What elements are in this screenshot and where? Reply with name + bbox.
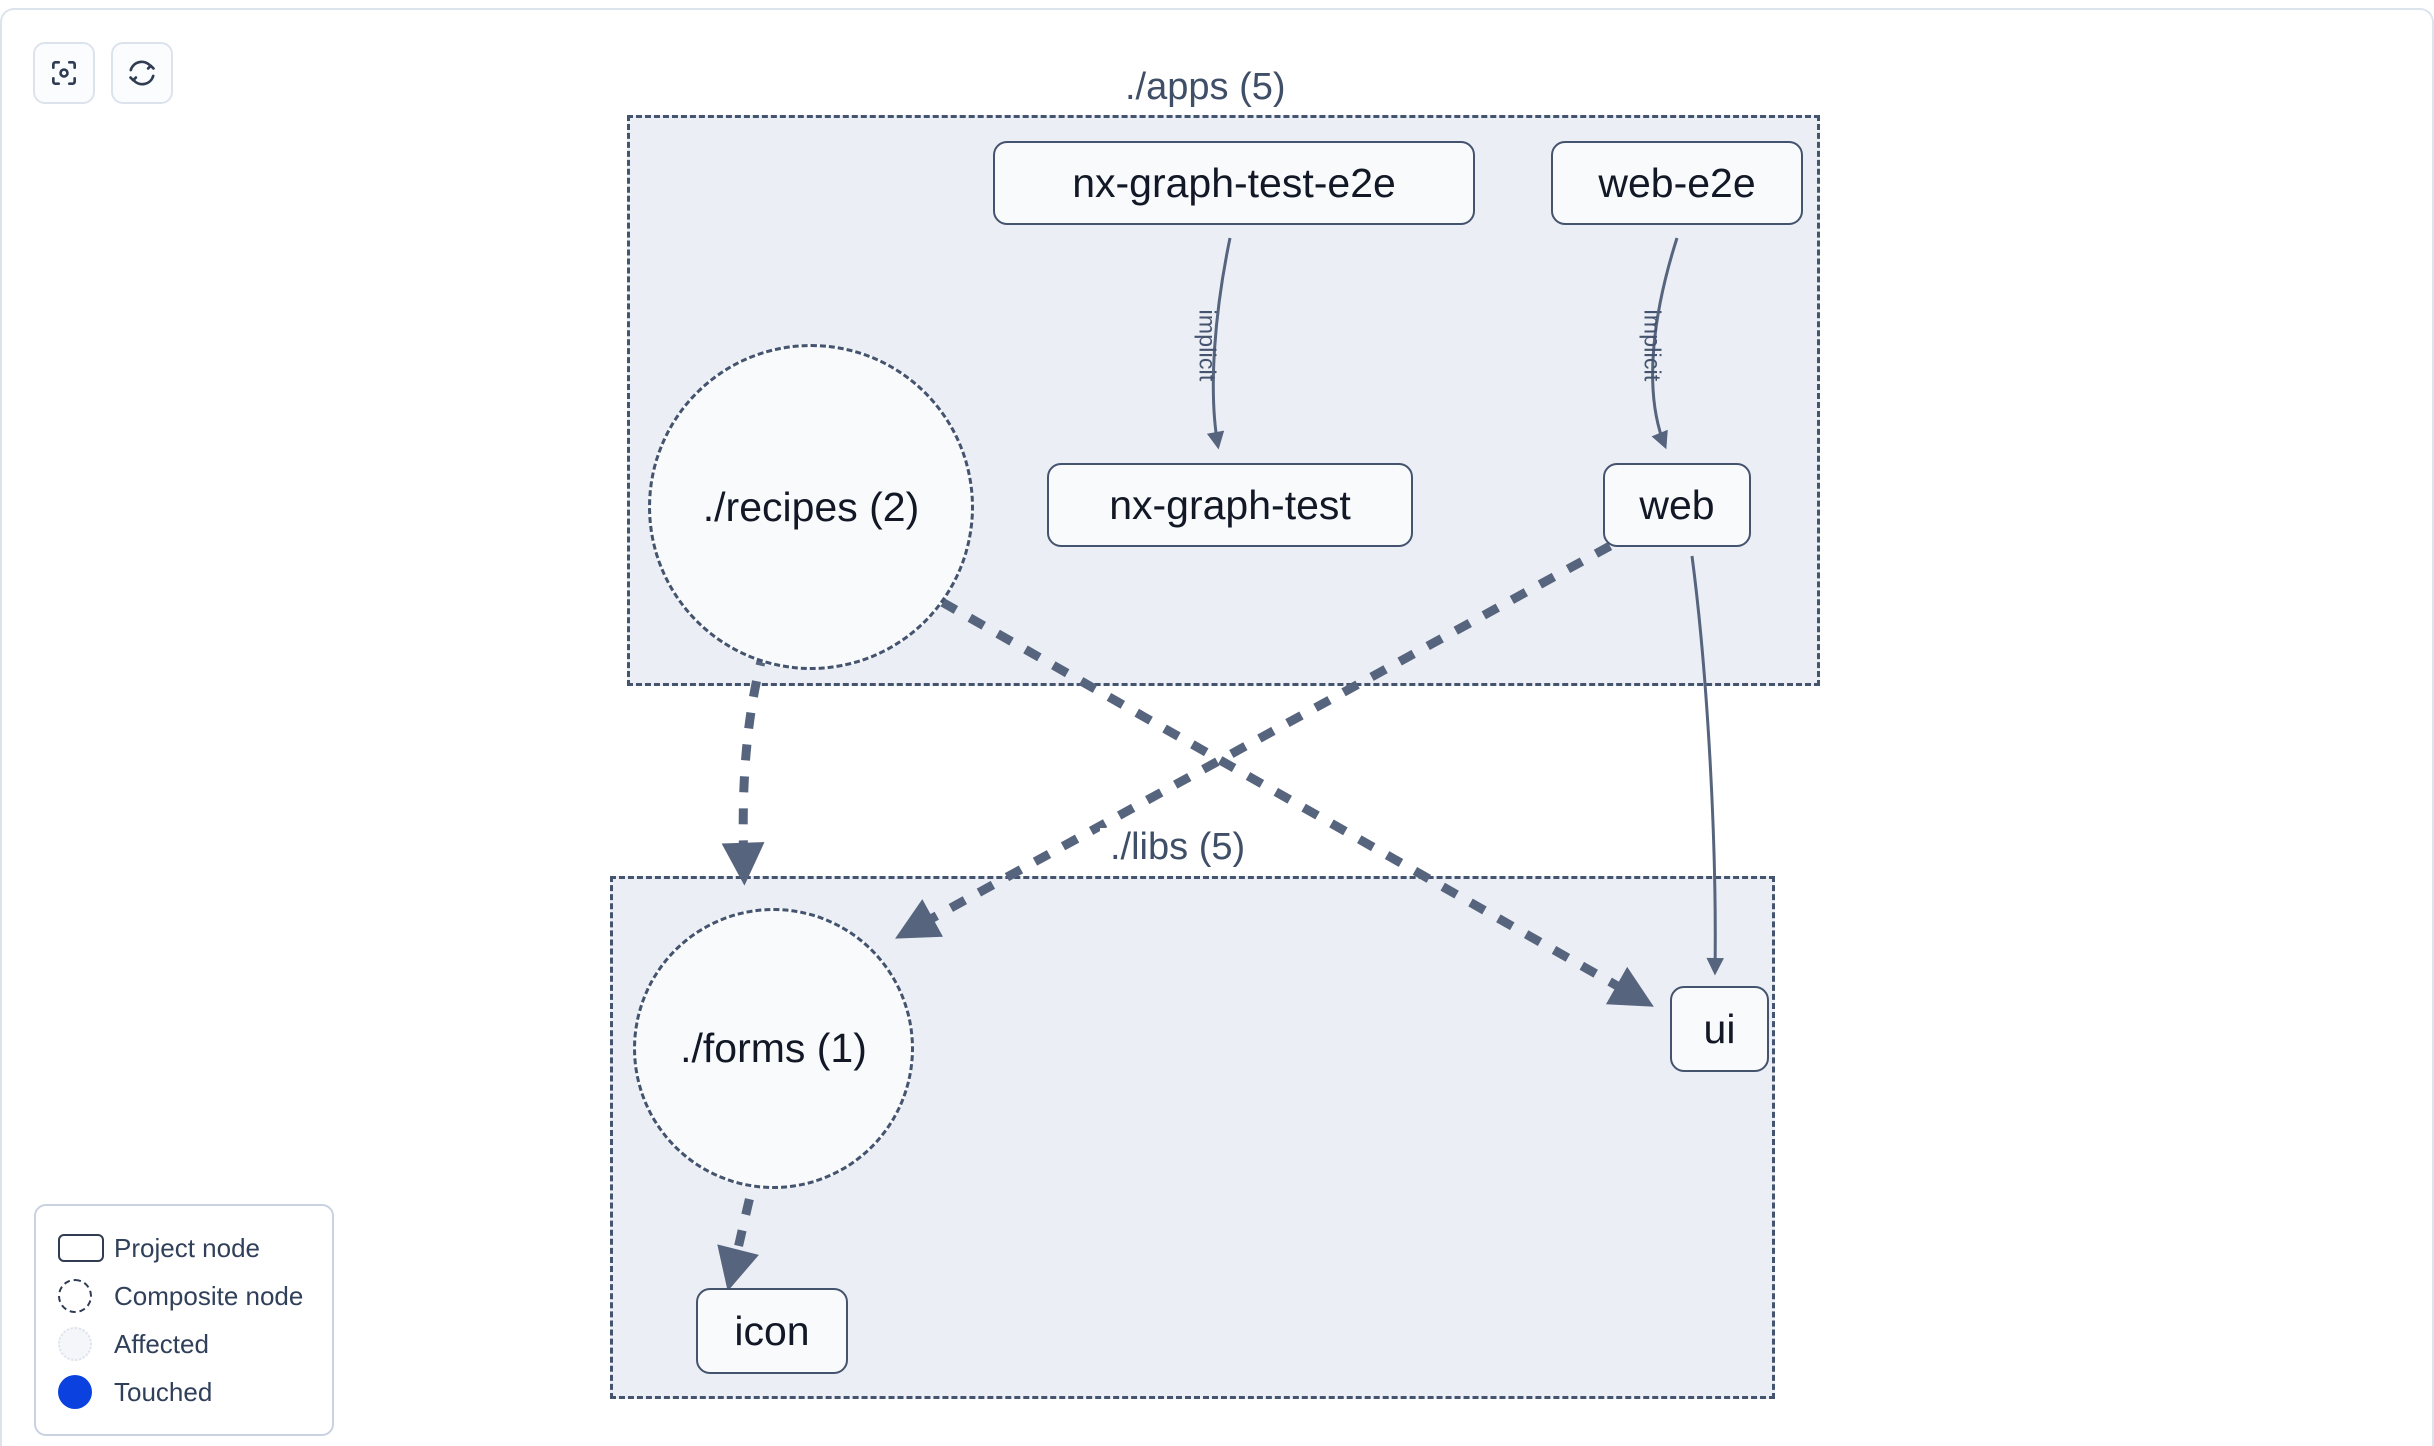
node-icon[interactable]: icon: [696, 1288, 848, 1374]
refresh-graph-button[interactable]: [111, 42, 173, 104]
node-nx-graph-test[interactable]: nx-graph-test: [1047, 463, 1413, 547]
legend-label-touched: Touched: [114, 1376, 213, 1407]
refresh-icon: [126, 57, 158, 89]
project-graph-canvas[interactable]: ./apps (5) ./libs (5): [2, 10, 2432, 1446]
legend-item-touched: Touched: [58, 1368, 312, 1416]
project-node-swatch: [58, 1234, 114, 1262]
legend-item-affected: Affected: [58, 1320, 312, 1368]
node-recipes[interactable]: ./recipes (2): [648, 344, 974, 670]
composite-node-swatch: [58, 1279, 114, 1313]
edge-label-implicit-web: implicit: [1639, 309, 1666, 382]
graph-legend: Project node Composite node Affected Tou…: [34, 1204, 334, 1436]
legend-item-composite-node: Composite node: [58, 1272, 312, 1320]
legend-label-composite-node: Composite node: [114, 1280, 304, 1311]
legend-label-project-node: Project node: [114, 1232, 260, 1263]
focus-target-icon: [48, 57, 80, 89]
graph-toolbar: [33, 42, 173, 104]
edge-label-implicit-nx-graph-test: implicit: [1194, 309, 1221, 382]
node-web-e2e[interactable]: web-e2e: [1551, 141, 1803, 225]
group-libs-label: ./libs (5): [1100, 828, 1256, 866]
node-ui[interactable]: ui: [1670, 986, 1769, 1072]
group-apps-label: ./apps (5): [1115, 68, 1296, 106]
graph-app-frame: ./apps (5) ./libs (5): [0, 8, 2434, 1446]
node-web[interactable]: web: [1603, 463, 1751, 547]
node-nx-graph-test-e2e[interactable]: nx-graph-test-e2e: [993, 141, 1475, 225]
legend-label-affected: Affected: [114, 1328, 209, 1359]
touched-swatch: [58, 1375, 114, 1409]
focus-graph-button[interactable]: [33, 42, 95, 104]
node-forms[interactable]: ./forms (1): [633, 908, 914, 1189]
affected-swatch: [58, 1327, 114, 1361]
legend-item-project-node: Project node: [58, 1224, 312, 1272]
